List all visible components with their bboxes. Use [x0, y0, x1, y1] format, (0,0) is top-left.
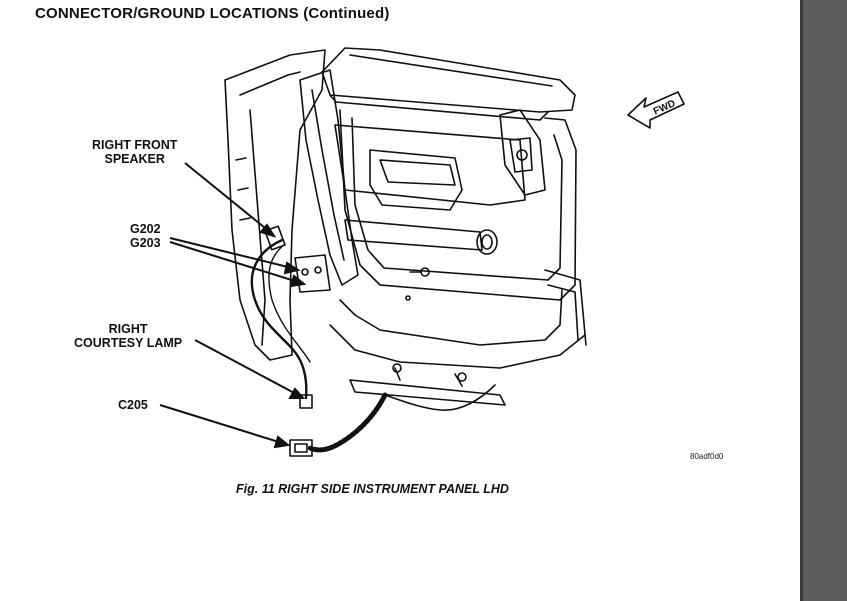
figure-caption: Fig. 11 RIGHT SIDE INSTRUMENT PANEL LHD	[236, 482, 509, 496]
page-heading: CONNECTOR/GROUND LOCATIONS (Continued)	[35, 5, 390, 22]
callout-g202-g203: G202 G203	[130, 222, 161, 250]
fwd-arrow-icon: FWD	[627, 91, 685, 129]
viewer-scrollbar-gutter[interactable]	[800, 0, 847, 601]
instrument-panel-illustration: FWD	[159, 47, 685, 457]
callout-right-front-speaker: RIGHT FRONT SPEAKER	[92, 138, 178, 166]
heading-suffix: (Continued)	[303, 5, 390, 22]
heading-title: CONNECTOR/GROUND LOCATIONS	[35, 5, 299, 22]
callout-right-courtesy-lamp: RIGHT COURTESY LAMP	[74, 322, 183, 350]
figure-id: 80adf0d0	[690, 452, 724, 461]
callout-c205: C205	[118, 398, 148, 412]
document-page: CONNECTOR/GROUND LOCATIONS (Continued)	[35, 5, 724, 496]
